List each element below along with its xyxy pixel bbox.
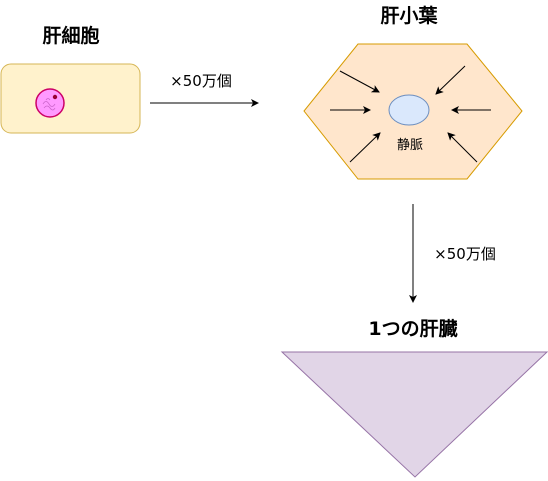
lobule-title: 肝小葉 — [380, 5, 438, 27]
nucleus-icon — [35, 88, 65, 118]
hepatocyte-title: 肝細胞 — [42, 24, 99, 47]
flow-arrow-bottom-right — [447, 132, 478, 163]
blood-flow-arrows — [330, 65, 491, 163]
liver-title: 1つの肝臓 — [368, 318, 457, 340]
flow-arrow-top-left — [339, 70, 380, 93]
flow-arrow-top-right — [435, 65, 466, 95]
cell-to-lobule-multiplier: ×50万個 — [170, 72, 232, 90]
central-vein — [388, 94, 430, 126]
liver-triangle — [280, 351, 548, 478]
lobule-to-liver-multiplier: ×50万個 — [434, 245, 496, 263]
vein-label: 静脈 — [397, 138, 423, 153]
hepatocyte-cell — [0, 63, 141, 134]
flow-arrow-bottom-left — [349, 132, 381, 163]
